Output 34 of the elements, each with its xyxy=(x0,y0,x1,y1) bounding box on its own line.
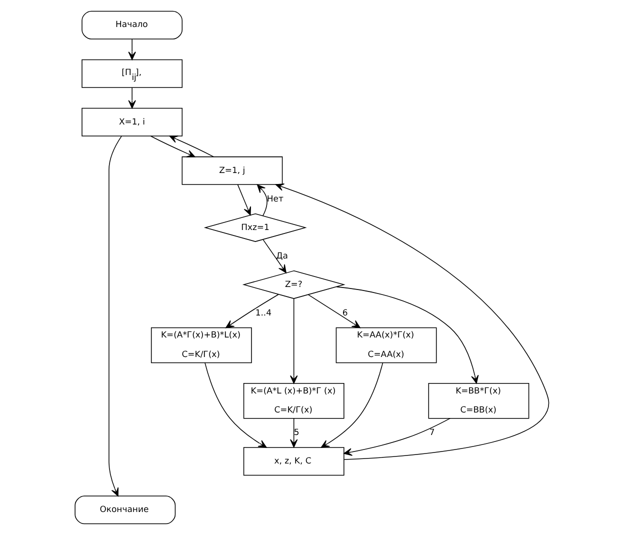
arrow xyxy=(290,418,298,448)
arrow xyxy=(128,87,136,109)
edge-label: 6 xyxy=(342,307,348,318)
node-box: K=(A*Г(x)+B)*L(x) C=K/Г(x) xyxy=(150,327,252,364)
edge-label: Да xyxy=(276,250,288,260)
node-box: X=1, i xyxy=(81,108,182,136)
node-box: K=BB*Г(x) C=BB(x) xyxy=(428,382,529,419)
arrow xyxy=(320,362,383,448)
arrow xyxy=(290,298,298,384)
arrow xyxy=(168,136,214,158)
arrow xyxy=(262,239,286,274)
node-diamond: Пxz=1 xyxy=(203,213,306,242)
arrow xyxy=(343,418,450,456)
arrow xyxy=(256,184,267,216)
edge-label: Нет xyxy=(266,193,283,204)
edge-label: 7 xyxy=(428,427,434,438)
arrow xyxy=(225,294,278,328)
arrow xyxy=(150,136,195,158)
arrow xyxy=(128,38,136,60)
node-diamond: Z=? xyxy=(242,270,345,299)
arrow xyxy=(336,286,478,384)
arrow xyxy=(307,294,360,328)
edge-label: 5 xyxy=(293,427,299,438)
node-box: x, z, K, C xyxy=(242,447,344,476)
node-box: K=AA(x)*Г(x) C=AA(x) xyxy=(335,327,436,364)
node-box: Z=1, j xyxy=(181,156,282,185)
edge-label: 1..4 xyxy=(254,307,272,318)
arrow xyxy=(236,184,250,216)
node-box: K=(A*L (x)+B)*Г (x) C=K/Г(x) xyxy=(242,382,344,419)
node-box: Начало xyxy=(81,10,182,40)
arrow xyxy=(204,362,266,448)
node-box: Окончание xyxy=(74,496,176,524)
arrow xyxy=(274,183,549,460)
arrow xyxy=(108,136,122,496)
